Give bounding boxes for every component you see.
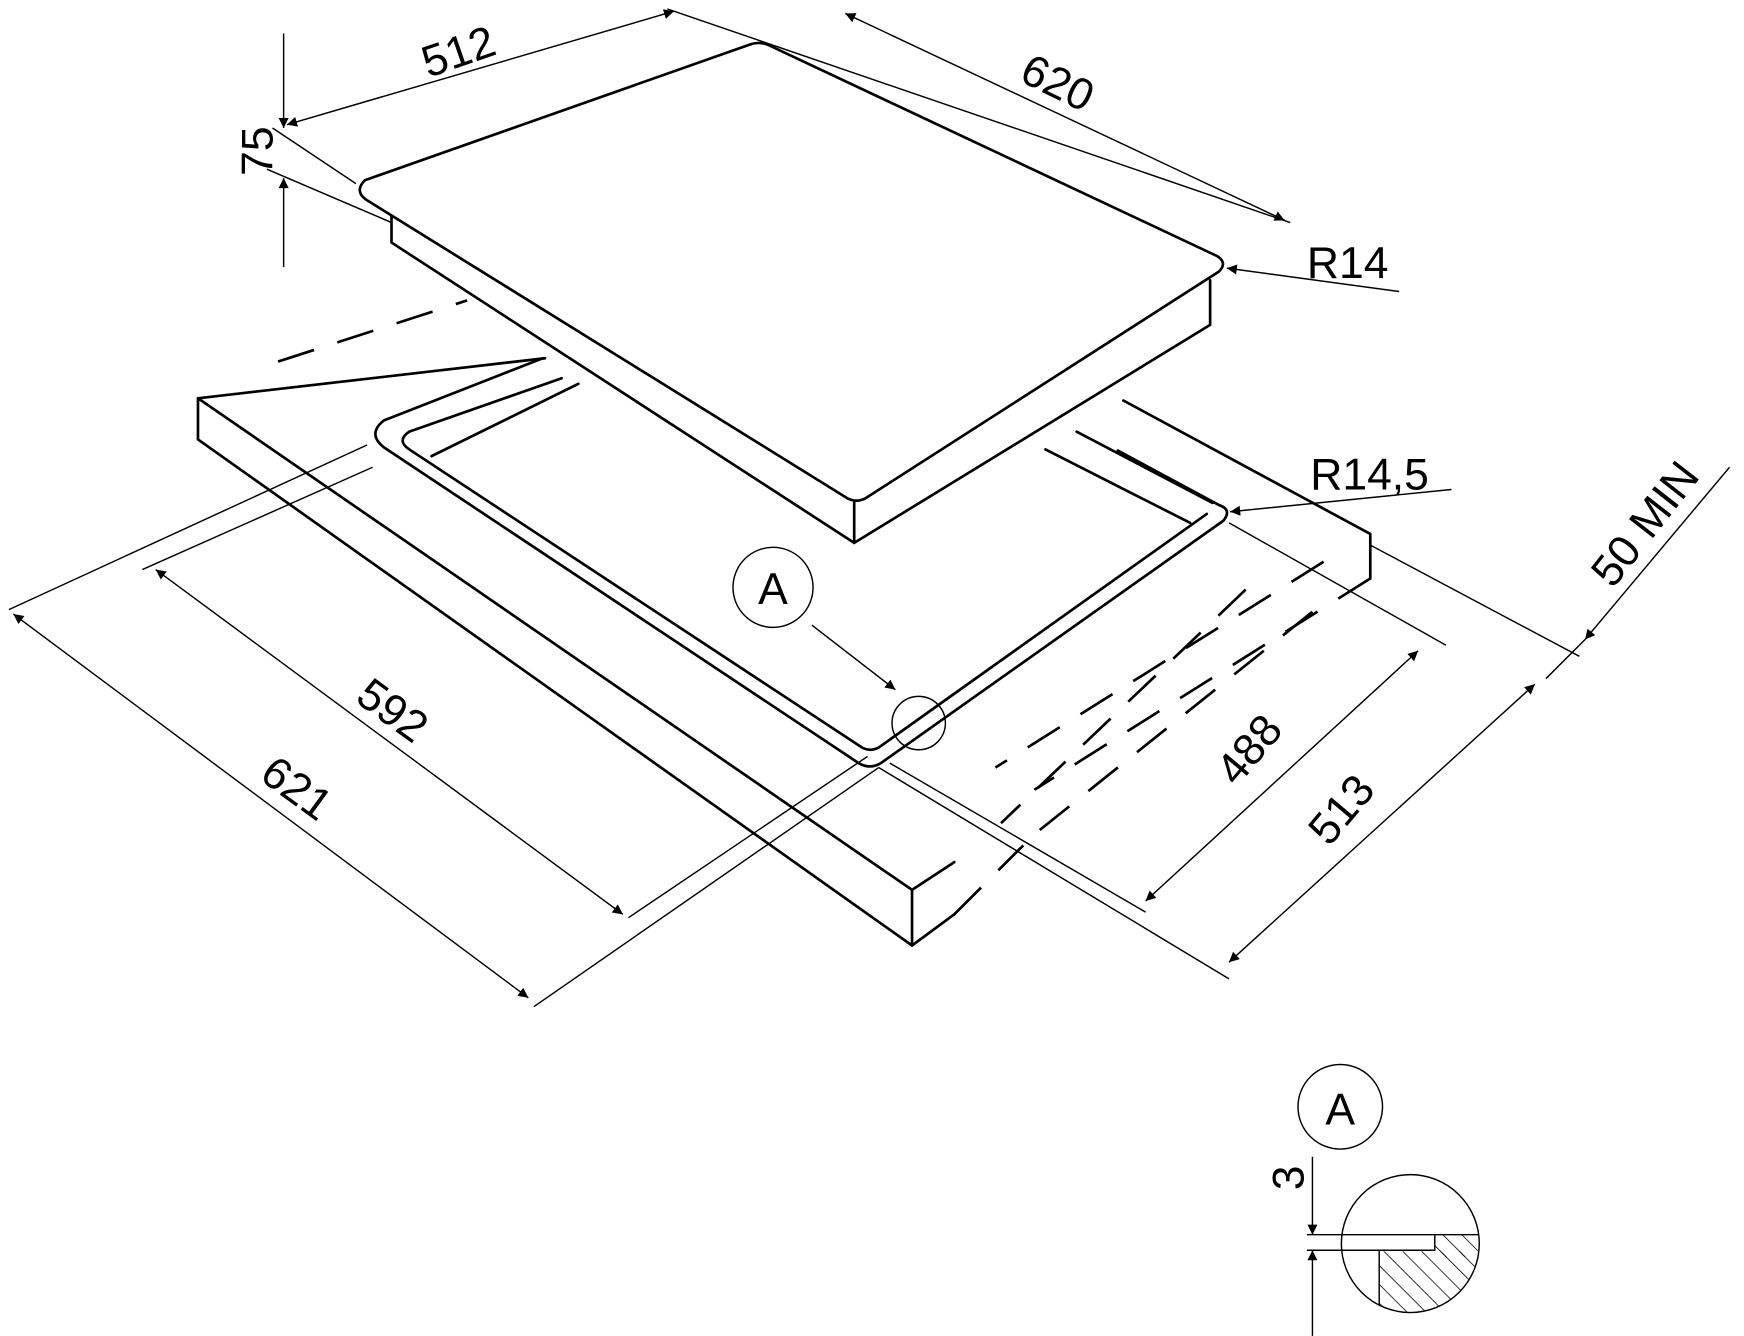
dim-592: 592 (348, 669, 437, 752)
dim-r14-5: R14,5 (1310, 450, 1429, 499)
detail-view-a: A 3 (1265, 1063, 1481, 1336)
svg-text:A: A (758, 565, 788, 614)
dim-r14: R14 (1307, 239, 1389, 288)
dim-3: 3 (1265, 1165, 1314, 1190)
detail-marker-a: A (732, 546, 814, 629)
dim-513: 513 (1299, 766, 1384, 854)
dim-488: 488 (1207, 706, 1292, 794)
dim-50-min: 50 MIN (1582, 453, 1709, 596)
dim-621: 621 (252, 747, 341, 830)
hob (358, 41, 1225, 545)
dim-512: 512 (416, 17, 502, 87)
dim-620: 620 (1013, 45, 1101, 122)
countertop (196, 299, 1372, 947)
dim-75: 75 (234, 126, 283, 175)
detail-view-label: A (1325, 1086, 1355, 1135)
dimension-lines (8, 8, 1731, 1008)
